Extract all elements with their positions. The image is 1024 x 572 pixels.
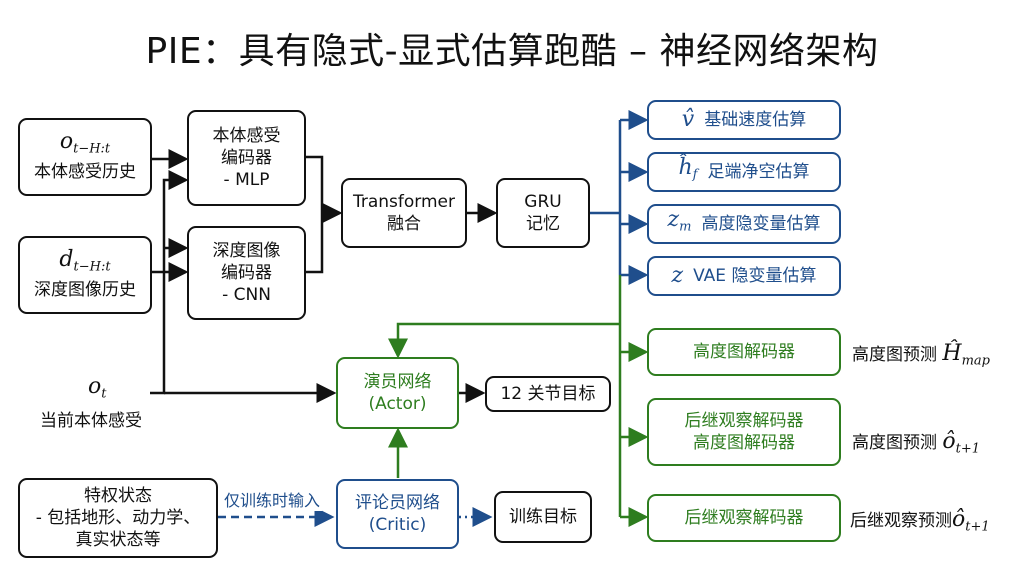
estimator-label-1: 足端净空估算 bbox=[707, 161, 810, 182]
decoder-output-1: 高度图预测 ôt+1 bbox=[852, 428, 980, 456]
decoder-node-1: 后继观察解码器 高度图解码器 bbox=[647, 398, 841, 466]
depth-history-symbol: dt−H:t bbox=[59, 247, 111, 275]
actor-line1: 演员网络 bbox=[363, 372, 432, 392]
current-obs-symbol: ot bbox=[88, 374, 107, 402]
critic-node: 评论员网络 (Critic) bbox=[336, 479, 459, 549]
estimator-label-3: VAE 隐变量估算 bbox=[693, 266, 817, 286]
proprio-history-symbol: ot−H:t bbox=[59, 129, 111, 157]
privileged-line1: 特权状态 bbox=[84, 486, 152, 506]
depth-history-label: 深度图像历史 bbox=[34, 279, 136, 300]
actor-output-node: 12 关节目标 bbox=[485, 376, 611, 412]
decoder-output-0: 高度图预测 Ĥmap bbox=[852, 340, 990, 368]
decoder-output-0-label: 高度图预测 bbox=[852, 345, 937, 365]
proprio-encoder-line1: 本体感受 bbox=[212, 126, 281, 146]
decoder-2-line1: 后继观察解码器 bbox=[684, 508, 804, 528]
actor-node: 演员网络 (Actor) bbox=[336, 357, 459, 429]
proprio-encoder-node: 本体感受 编码器 - MLP bbox=[187, 110, 306, 206]
decoder-1-line2: 高度图解码器 bbox=[693, 433, 795, 453]
depth-encoder-line3: - CNN bbox=[222, 285, 271, 305]
proprio-history-node: ot−H:t 本体感受历史 bbox=[18, 118, 152, 196]
decoder-output-2-symbol: ô bbox=[952, 507, 966, 532]
decoder-output-1-label: 高度图预测 bbox=[852, 433, 937, 453]
decoder-output-2: 后继观察预测ôt+1 bbox=[850, 506, 990, 534]
critic-output-label: 训练目标 bbox=[509, 507, 577, 527]
estimator-label-0: 基础速度估算 bbox=[704, 110, 807, 130]
decoder-node-2: 后继观察解码器 bbox=[647, 494, 841, 542]
decoder-output-1-symbol: ô bbox=[942, 429, 956, 454]
estimator-symbol-1: ĥf bbox=[678, 155, 698, 183]
current-obs-label: 当前本体感受 bbox=[40, 411, 142, 431]
edge-feedback-to-actor bbox=[388, 322, 620, 359]
page-title: PIE：具有隐式-显式估算跑酷 – 神经网络架构 bbox=[145, 31, 879, 72]
estimator-node-0: v̂ 基础速度估算 bbox=[647, 100, 841, 140]
decoder-node-0: 高度图解码器 bbox=[647, 328, 841, 376]
depth-encoder-node: 深度图像 编码器 - CNN bbox=[187, 226, 306, 320]
actor-output-label: 12 关节目标 bbox=[500, 384, 596, 404]
gru-line1: GRU bbox=[524, 192, 562, 212]
actor-line2: (Actor) bbox=[368, 394, 427, 414]
edge-encoders-merge bbox=[306, 155, 324, 274]
transformer-line1: Transformer bbox=[352, 192, 455, 212]
gru-line2: 记忆 bbox=[526, 214, 560, 234]
estimator-label-2: 高度隐变量估算 bbox=[701, 213, 821, 234]
decoder-output-2-label: 后继观察预测 bbox=[850, 511, 952, 531]
edge-current-trunk bbox=[150, 170, 189, 395]
privileged-state-node: 特权状态 - 包括地形、动力学、 真实状态等 bbox=[18, 478, 218, 558]
proprio-history-label: 本体感受历史 bbox=[34, 161, 136, 182]
decoder-0-line1: 高度图解码器 bbox=[693, 342, 795, 362]
depth-encoder-line2: 编码器 bbox=[221, 263, 272, 283]
depth-history-node: dt−H:t 深度图像历史 bbox=[18, 236, 152, 314]
estimator-node-2: zm 高度隐变量估算 bbox=[647, 204, 841, 244]
decoder-1-line1: 后继观察解码器 bbox=[684, 411, 804, 431]
proprio-encoder-line2: 编码器 bbox=[221, 148, 272, 168]
decoder-output-0-sub: map bbox=[961, 353, 990, 369]
critic-line1: 评论员网络 bbox=[355, 493, 440, 513]
depth-encoder-line1: 深度图像 bbox=[212, 241, 281, 261]
estimator-symbol-2: zm bbox=[667, 207, 692, 235]
transformer-node: Transformer 融合 bbox=[341, 178, 467, 248]
estimator-node-1: ĥf 足端净空估算 bbox=[647, 152, 841, 192]
critic-output-node: 训练目标 bbox=[494, 491, 592, 543]
train-only-label: 仅训练时输入 bbox=[222, 487, 323, 511]
estimator-symbol-3: z bbox=[671, 263, 684, 288]
privileged-line2: - 包括地形、动力学、 bbox=[35, 508, 201, 528]
proprio-encoder-line3: - MLP bbox=[223, 170, 270, 190]
gru-node: GRU 记忆 bbox=[496, 178, 590, 248]
estimator-symbol-0: v̂ bbox=[681, 107, 695, 132]
critic-line2: (Critic) bbox=[368, 515, 427, 535]
decoder-output-1-sub: t+1 bbox=[955, 441, 981, 457]
transformer-line2: 融合 bbox=[387, 214, 421, 234]
decoder-output-0-symbol: Ĥ bbox=[942, 341, 962, 366]
decoder-output-2-sub: t+1 bbox=[965, 519, 990, 535]
privileged-line3: 真实状态等 bbox=[75, 530, 161, 550]
estimator-node-3: z VAE 隐变量估算 bbox=[647, 256, 841, 296]
